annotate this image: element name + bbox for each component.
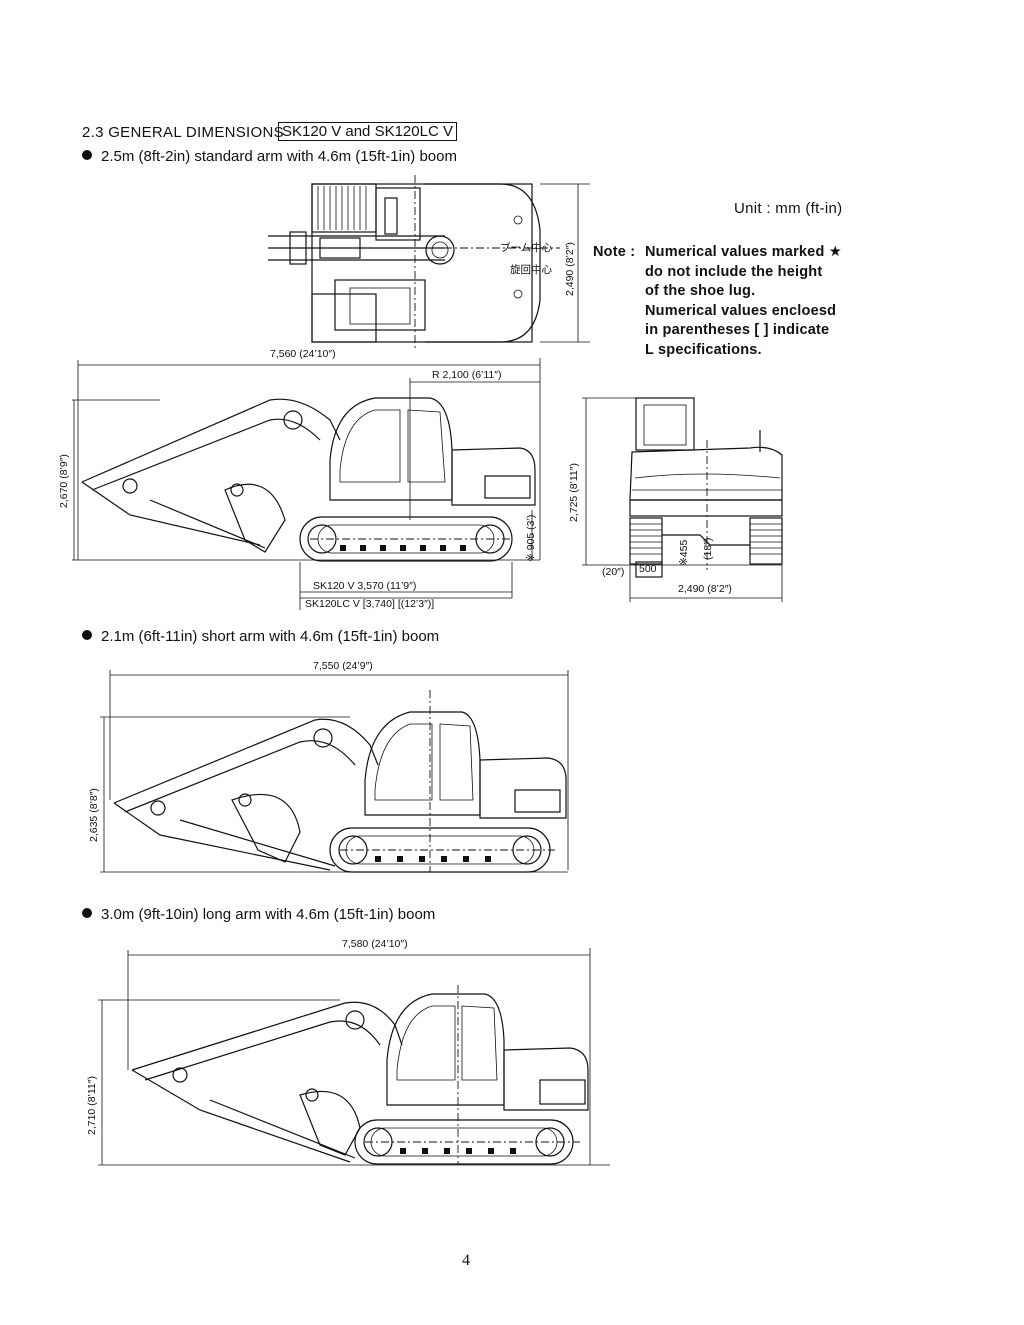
note-label: Note : (593, 244, 636, 260)
overall-width-dimension: 2,490 (8’2″) (678, 583, 732, 595)
heading-long-arm: 3.0m (9ft-10in) long arm with 4.6m (15ft… (82, 906, 435, 923)
shoe-width: 500 (639, 563, 657, 575)
bullet-icon (82, 908, 92, 918)
overall-length-dimension-2: 7,550 (24’9″) (313, 660, 373, 672)
note-line: do not include the height (645, 263, 823, 280)
heading-short-arm: 2.1m (6ft-11in) short arm with 4.6m (15f… (82, 628, 439, 645)
boom-center-label: ブーム中心 (500, 242, 553, 254)
min-clearance-inch: (18″) (702, 537, 714, 560)
note-text: Numerical values marked ★ do not include… (645, 243, 842, 360)
overall-height-dimension-1: 2,670 (8’9″) (58, 454, 70, 508)
overall-length-dimension-3: 7,580 (24’10″) (342, 938, 408, 950)
top-width-dimension: 2,490 (8’2″) (564, 242, 576, 296)
note-line: L specifications. (645, 341, 762, 358)
front-view-drawing (582, 397, 783, 602)
page-number: 4 (462, 1252, 470, 1269)
side-view-2-drawing (100, 670, 569, 873)
track-length-std: SK120 V 3,570 (11’9″) (313, 580, 417, 592)
unit-label: Unit : mm (ft-in) (734, 200, 843, 217)
overall-height-dimension-3: 2,710 (8’11″) (86, 1076, 98, 1135)
side-view-3-drawing (98, 948, 610, 1166)
model-box: SK120 V and SK120LC V (278, 122, 457, 141)
note-line: in parentheses [ ] indicate (645, 322, 830, 338)
heading-standard-arm: 2.5m (8ft-2in) standard arm with 4.6m (1… (82, 148, 457, 165)
bullet-icon (82, 630, 92, 640)
ground-clearance-dimension: ※ 905 (3’) (525, 514, 537, 562)
track-length-lc: SK120LC V [3,740] [(12’3″)] (305, 598, 435, 610)
bullet-icon (82, 150, 92, 160)
side-view-1-drawing (72, 358, 541, 610)
shoe-width-inch: (20″) (602, 566, 625, 578)
min-clearance: ※455 (678, 539, 690, 566)
overall-height-dimension-2: 2,635 (8’8″) (88, 788, 100, 842)
top-view-drawing (268, 175, 590, 350)
overall-length-dimension-1: 7,560 (24’10″) (270, 348, 336, 360)
note-line: Numerical values marked ★ (645, 244, 842, 260)
note-line: of the shoe lug. (645, 283, 756, 299)
swing-center-label: 旋回中心 (510, 264, 552, 276)
cab-height-dimension: 2,725 (8’11″) (568, 463, 580, 522)
note-line: Numerical values encloesd (645, 302, 837, 319)
swing-radius-dimension: R 2,100 (6’11″) (432, 369, 502, 381)
section-title: 2.3 GENERAL DIMENSIONS (82, 124, 284, 141)
